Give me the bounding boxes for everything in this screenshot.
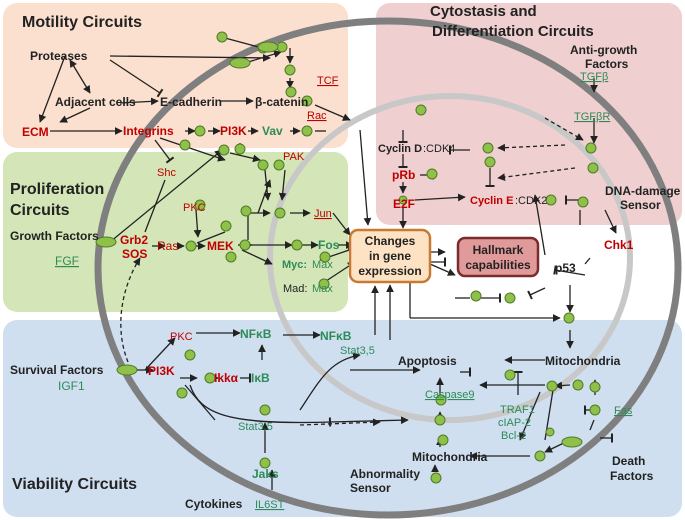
label-igf1: IGF1 <box>58 379 85 393</box>
label-tgfbr: TGFβR <box>574 111 610 123</box>
label-apoptosis: Apoptosis <box>398 354 457 368</box>
label-abnormality-1: Abnormality <box>350 467 420 481</box>
hallmark-line-1: Hallmark <box>473 243 524 257</box>
label-integrins: Integrins <box>123 124 174 138</box>
proliferation-region <box>3 152 348 312</box>
nodes <box>95 31 601 484</box>
label-pkc-bottom: PKC <box>170 331 193 343</box>
label-adjacent-cells: Adjacent cells <box>55 95 136 109</box>
label-fgf: FGF <box>55 254 79 268</box>
label-prb: pRb <box>392 168 415 182</box>
label-traf1: TRAF1 <box>500 404 535 416</box>
connections <box>38 37 617 490</box>
label-pi3k-bottom: PI3K <box>148 364 175 378</box>
label-cyclin-d: Cyclin D <box>378 143 422 155</box>
label-cyclin-e: Cyclin E <box>470 195 513 207</box>
outer-ring <box>94 17 682 519</box>
proliferation-title-2: Circuits <box>10 202 70 219</box>
label-proteases: Proteases <box>30 49 88 63</box>
label-ikb: IκB <box>251 371 270 385</box>
label-nfkb-right: NFκB <box>320 329 352 343</box>
label-cdk2: :CDK2 <box>515 195 547 207</box>
hallmark-line-2: capabilities <box>465 258 531 272</box>
label-stat-bottom: Stat3,5 <box>238 421 273 433</box>
label-chk1: Chk1 <box>604 238 634 252</box>
label-anti-growth-1: Anti-growth <box>570 43 637 57</box>
label-vav: Vav <box>262 124 283 138</box>
label-nfkb-left: NFκB <box>240 327 272 341</box>
label-shc: Shc <box>157 167 176 179</box>
label-dna-damage-1: DNA-damage <box>605 184 681 198</box>
label-rac: Rac <box>307 110 327 122</box>
changes-in-gene-expression-box <box>348 228 432 284</box>
label-grb2: Grb2 <box>120 233 148 247</box>
label-anti-growth-2: Factors <box>585 57 629 71</box>
changes-line-1: Changes <box>365 234 416 248</box>
viability-title: Viability Circuits <box>12 476 137 493</box>
label-mitochondria-top: Mitochondria <box>545 354 621 368</box>
label-mad: Mad: <box>283 283 307 295</box>
hallmark-capabilities-box <box>456 236 540 278</box>
label-stat-top: Stat3,5 <box>340 345 375 357</box>
motility-title: Motility Circuits <box>22 14 142 31</box>
label-jun: Jun <box>314 208 332 220</box>
motility-region <box>3 3 348 148</box>
label-abnormality-2: Sensor <box>350 481 391 495</box>
label-jaks: Jaks <box>252 467 279 481</box>
label-max-2: Max <box>312 283 333 295</box>
label-beta-catenin: β-catenin <box>255 95 308 109</box>
label-e-cadherin: E-cadherin <box>160 95 222 109</box>
cytostasis-title-1: Cytostasis and <box>430 3 537 20</box>
label-fas: Fas <box>614 405 633 417</box>
label-p53: p53 <box>555 261 576 275</box>
label-caspase9: Caspase9 <box>425 389 475 401</box>
label-mek: MEK <box>207 239 234 253</box>
label-growth-factors: Growth Factors <box>10 229 99 243</box>
changes-line-3: expression <box>358 264 421 278</box>
proliferation-title-1: Proliferation <box>10 181 104 198</box>
label-mitochondria-bottom: Mitochondria <box>412 450 488 464</box>
label-fos: Fos <box>318 238 340 252</box>
label-death-2: Factors <box>610 469 654 483</box>
label-ras: Ras <box>157 239 178 253</box>
label-myc: Myc: <box>282 259 307 271</box>
label-sos: SOS <box>122 247 147 261</box>
label-cytokines: Cytokines <box>185 497 243 511</box>
cytostasis-title-2: Differentiation Circuits <box>432 23 594 40</box>
label-cdk4: :CDK4 <box>423 143 455 155</box>
label-max-1: Max <box>312 259 333 271</box>
label-e2f: E2F <box>393 197 415 211</box>
viability-region <box>3 320 682 517</box>
label-il6st: IL6ST <box>255 499 285 511</box>
label-dna-damage-2: Sensor <box>620 198 661 212</box>
label-survival-factors: Survival Factors <box>10 363 104 377</box>
label-pi3k-top: PI3K <box>220 124 247 138</box>
label-tgfb: TGFβ <box>580 71 608 83</box>
label-ciap2: cIAP-2 <box>498 417 531 429</box>
label-tcf: TCF <box>317 75 339 87</box>
label-ecm: ECM <box>22 125 49 139</box>
label-pak: PAK <box>283 151 305 163</box>
changes-line-2: in gene <box>369 249 411 263</box>
label-pkc-top: PKC <box>183 202 206 214</box>
label-death-1: Death <box>612 454 645 468</box>
label-ikka: Ikkα <box>214 371 239 385</box>
label-bcl2: Bcl-2 <box>501 430 526 442</box>
